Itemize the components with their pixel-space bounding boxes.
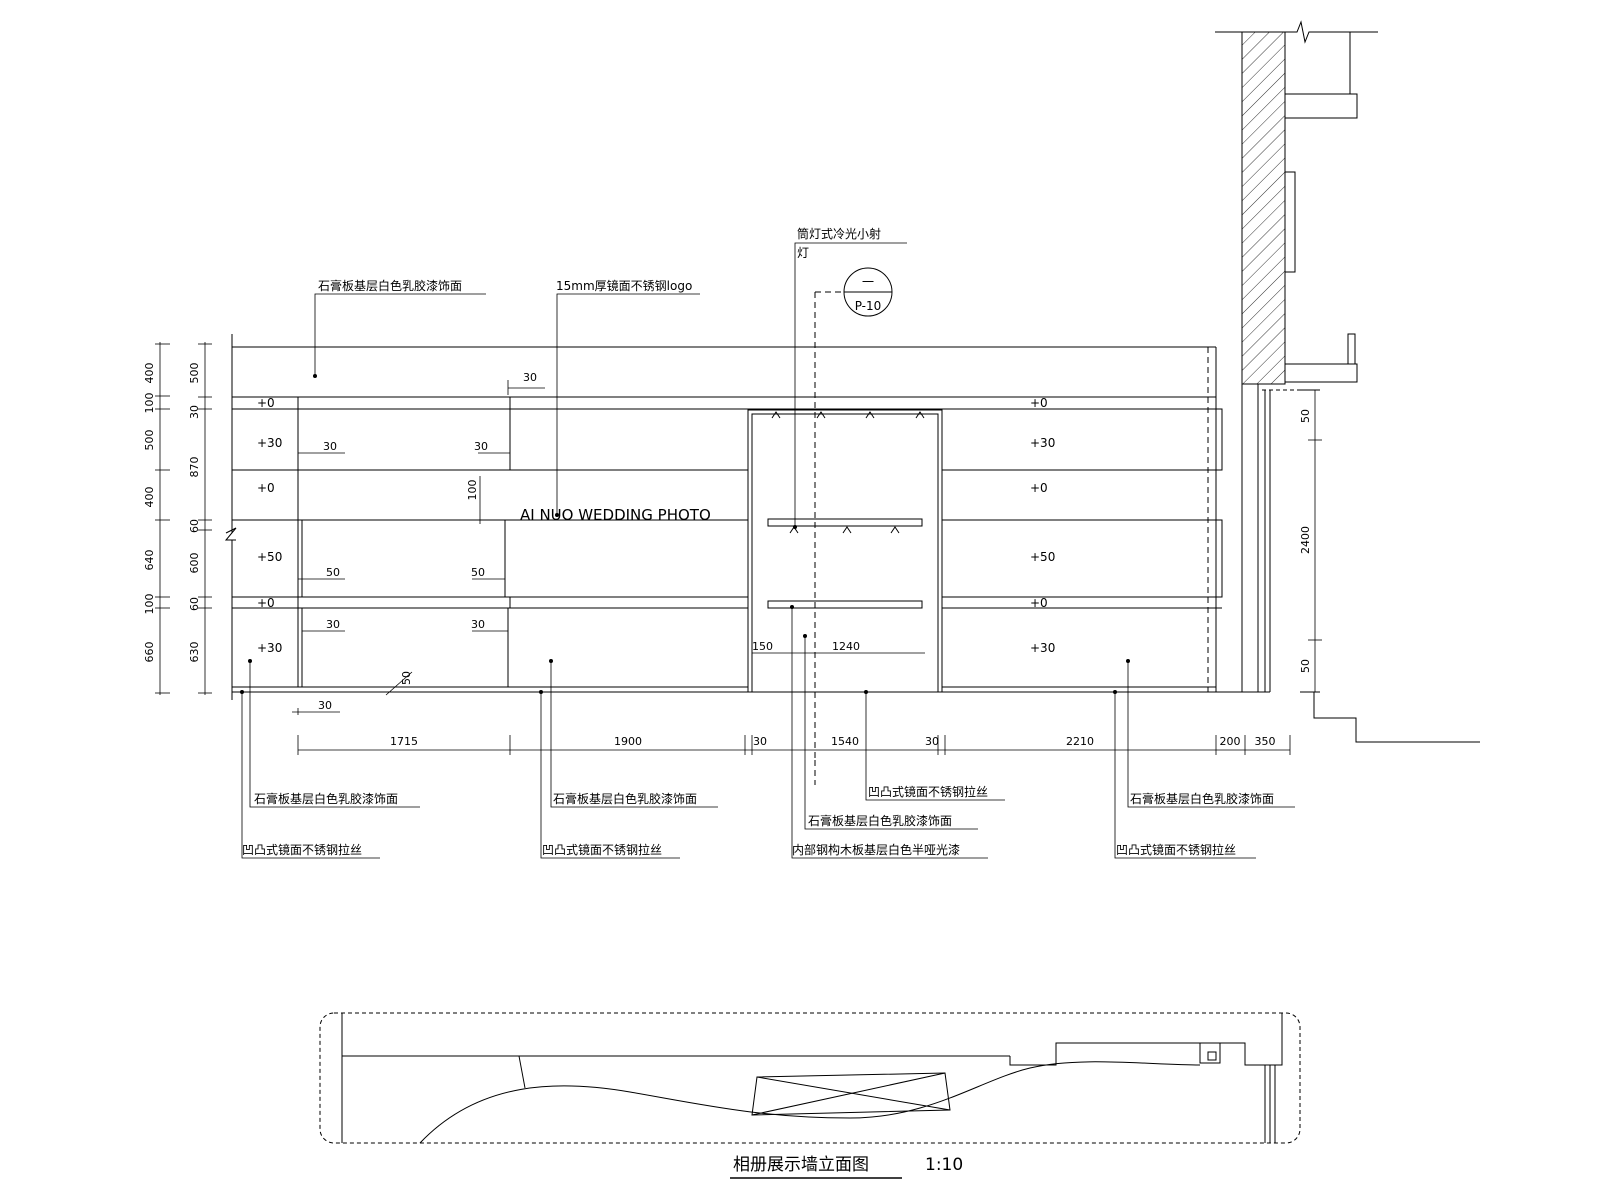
dim-label: 50: [471, 566, 485, 579]
dim-label: 30: [471, 618, 485, 631]
callout-bottom-3b: 石膏板基层白色乳胶漆饰面: [808, 813, 952, 828]
dim-label: 350: [1255, 735, 1276, 748]
dim-label: 200: [1220, 735, 1241, 748]
callout-logo: 15mm厚镜面不锈钢logo: [556, 278, 692, 293]
dim-label: 30: [474, 440, 488, 453]
dim-label: 30: [188, 405, 201, 419]
callout-bottom-3c: 内部钢构木板基层白色半哑光漆: [792, 842, 960, 857]
dim-label: 100: [143, 393, 156, 414]
dim-label: 400: [143, 363, 156, 384]
callout-bottom-4b: 凹凸式镜面不锈钢拉丝: [1116, 842, 1236, 857]
section-mark-top: 一: [862, 275, 874, 289]
offset-label: +0: [257, 396, 275, 410]
offset-label: +0: [1030, 596, 1048, 610]
wall-elevation: [224, 291, 1270, 785]
dim-label: 1240: [832, 640, 860, 653]
callout-light-code: 灯: [797, 246, 809, 260]
dim-label: 50: [400, 671, 413, 685]
offset-label: +30: [1030, 641, 1055, 655]
offset-label: +30: [1030, 436, 1055, 450]
dim-label: 50: [326, 566, 340, 579]
dim-label: 30: [318, 699, 332, 712]
left-dims-outer: 400 100 500 400 640 100 660: [143, 363, 156, 663]
dim-label: 100: [143, 594, 156, 615]
section-mark: 一 P-10: [843, 267, 893, 317]
dim-label: 1715: [390, 735, 418, 748]
dim-label: 50: [1299, 659, 1312, 673]
offset-label: +30: [257, 436, 282, 450]
title-text: 相册展示墙立面图: [733, 1155, 869, 1175]
dim-label: 60: [188, 519, 201, 533]
dim-label: 500: [143, 430, 156, 451]
callout-bottom-4a: 石膏板基层白色乳胶漆饰面: [1130, 791, 1274, 806]
dim-label: 660: [143, 642, 156, 663]
dim-label: 2210: [1066, 735, 1094, 748]
structural-column: [1215, 20, 1480, 743]
offset-label: +30: [257, 641, 282, 655]
offset-label: +0: [1030, 481, 1048, 495]
dim-label: 30: [326, 618, 340, 631]
key-plan: [319, 1012, 1301, 1144]
offset-label: +50: [257, 550, 282, 564]
spot-light-icon: [771, 411, 925, 534]
drawing-title: 相册展示墙立面图 1:10: [730, 1155, 963, 1179]
dim-label: 2400: [1299, 526, 1312, 554]
dim-label: 640: [143, 550, 156, 571]
dimension-lines: [155, 342, 1322, 755]
logo-text: AI NUO WEDDING PHOTO: [520, 506, 711, 524]
right-dims: 50 2400 50: [1299, 409, 1312, 673]
dim-label: 1540: [831, 735, 859, 748]
title-scale: 1:10: [925, 1155, 963, 1175]
callout-top-left: 石膏板基层白色乳胶漆饰面: [318, 278, 462, 293]
dim-label: 400: [143, 487, 156, 508]
dim-label: 30: [753, 735, 767, 748]
dim-label: 1900: [614, 735, 642, 748]
left-dims-inner: 500 30 870 60 600 60 630: [188, 363, 201, 663]
callout-bottom-2b: 凹凸式镜面不锈钢拉丝: [542, 842, 662, 857]
dim-label: 100: [466, 480, 479, 501]
leader-dots: [240, 374, 1130, 694]
callout-bottom-1b: 凹凸式镜面不锈钢拉丝: [242, 842, 362, 857]
dim-label: 30: [323, 440, 337, 453]
dim-label: 30: [925, 735, 939, 748]
bottom-dims: 30 1715 1900 30 1540 30 2210 200 350: [318, 699, 1276, 748]
dim-label: 600: [188, 553, 201, 574]
offset-labels-right: +0 +30 +0 +50 +0 +30: [1030, 396, 1055, 655]
dim-label: 870: [188, 457, 201, 478]
dim-label: 500: [188, 363, 201, 384]
callout-light: 筒灯式冷光小射: [797, 226, 881, 241]
dim-label: 60: [188, 597, 201, 611]
dim-label: 30: [523, 371, 537, 384]
offset-labels-left: +0 +30 +0 +50 +0 +30: [257, 396, 282, 655]
offset-label: +0: [257, 596, 275, 610]
material-callouts: 石膏板基层白色乳胶漆饰面 15mm厚镜面不锈钢logo 筒灯式冷光小射 灯 石膏…: [242, 226, 1274, 857]
leader-lines: [241, 242, 1295, 859]
offset-label: +0: [1030, 396, 1048, 410]
callout-bottom-3a: 凹凸式镜面不锈钢拉丝: [868, 784, 988, 799]
section-mark-bottom: P-10: [855, 299, 882, 313]
dim-label: 150: [752, 640, 773, 653]
inline-dims: 30 30 30 100 50 50 30 30 50 150 1240: [323, 371, 860, 685]
offset-label: +0: [257, 481, 275, 495]
callout-bottom-1a: 石膏板基层白色乳胶漆饰面: [254, 791, 398, 806]
callout-bottom-2a: 石膏板基层白色乳胶漆饰面: [553, 791, 697, 806]
dim-label: 630: [188, 642, 201, 663]
offset-label: +50: [1030, 550, 1055, 564]
dim-label: 50: [1299, 409, 1312, 423]
